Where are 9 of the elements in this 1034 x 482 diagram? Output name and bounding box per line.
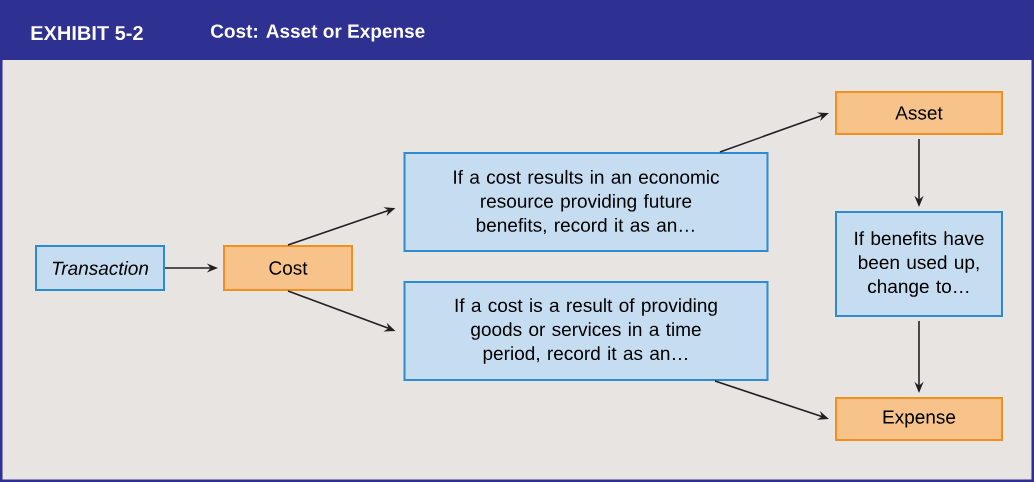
condition-box: If a cost is a result of providing goods or services in a time period, record it as an… (403, 281, 769, 381)
condition-box: If benefits have been used up, change to… (835, 211, 1003, 317)
process-box: Transaction (35, 245, 165, 291)
title: Cost: Asset or Expense (211, 24, 425, 42)
condition-box: If a cost results in an economic resource providing future benefits, record it as an… (403, 152, 769, 252)
exhibit-number: EXHIBIT 5-2 (31, 25, 143, 41)
category-box: Expense (835, 397, 1003, 441)
category-box: Asset (835, 91, 1003, 135)
category-box: Cost (223, 245, 353, 291)
